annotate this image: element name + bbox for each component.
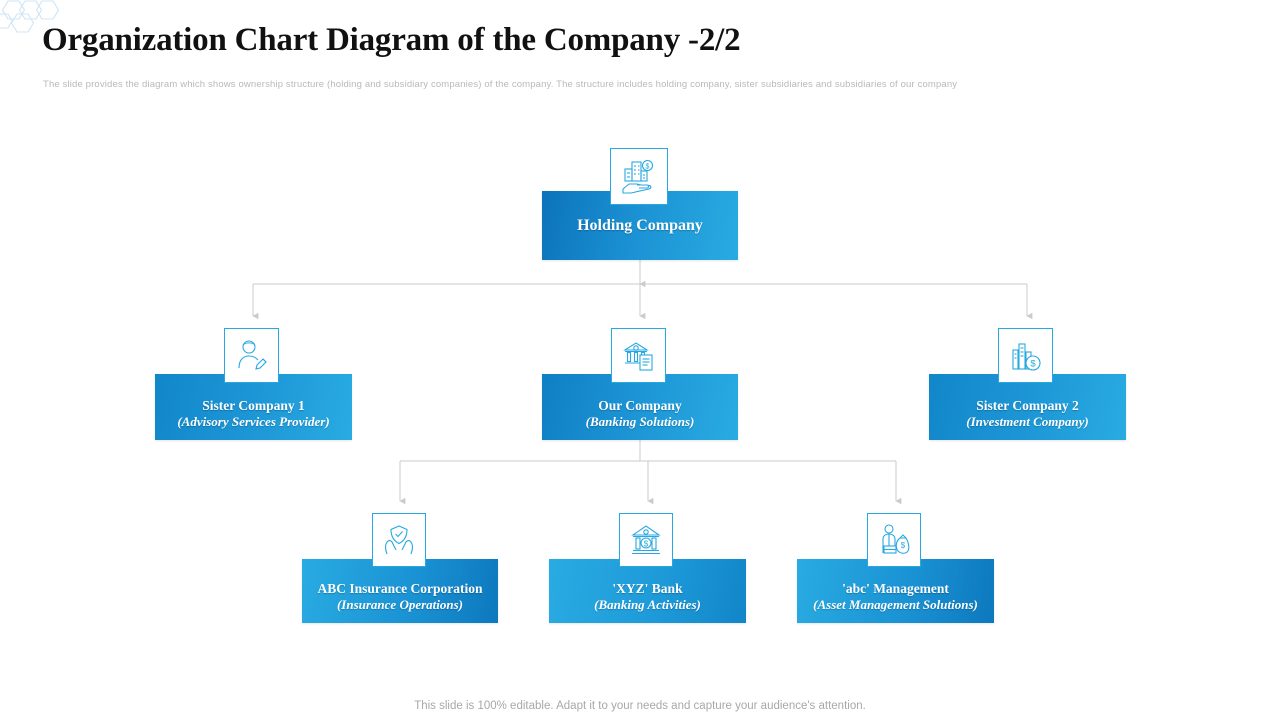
node-title: 'abc' Management (842, 581, 949, 596)
node-subtitle: (Insurance Operations) (336, 597, 464, 612)
node-title: Holding Company (577, 216, 703, 234)
node-subtitle: (Advisory Services Provider) (177, 414, 330, 429)
bank-columns-dollar-icon: $ (619, 513, 673, 567)
svg-text:$: $ (644, 540, 649, 549)
person-money-bag-icon: $ (867, 513, 921, 567)
page-subtitle: The slide provides the diagram which sho… (43, 79, 958, 90)
page-title: Organization Chart Diagram of the Compan… (42, 22, 741, 58)
svg-text:$: $ (901, 541, 906, 550)
node-title: Our Company (598, 398, 682, 413)
node-title: Sister Company 1 (202, 398, 305, 413)
node-subtitle: (Banking Solutions) (585, 414, 695, 429)
node-title: Sister Company 2 (976, 398, 1079, 413)
node-our-company[interactable]: Our Company (Banking Solutions) (542, 328, 738, 440)
node-abc-insurance-corporation[interactable]: ABC Insurance Corporation (Insurance Ope… (302, 513, 498, 623)
hand-holding-buildings-money-icon: $ (610, 148, 668, 205)
buildings-dollar-coin-icon: $ (998, 328, 1053, 383)
node-subtitle: (Investment Company) (966, 414, 1089, 429)
node-sister-company-2[interactable]: Sister Company 2 (Investment Company) $ (929, 328, 1126, 440)
svg-text:$: $ (646, 163, 650, 170)
node-abc-management[interactable]: 'abc' Management (Asset Management Solut… (797, 513, 994, 623)
node-abc-insurance-corporation-box[interactable]: ABC Insurance Corporation (Insurance Ope… (302, 559, 498, 623)
node-sister-company-1-box[interactable]: Sister Company 1 (Advisory Services Prov… (155, 374, 352, 440)
node-holding-company[interactable]: Holding Company $ (542, 148, 738, 260)
node-xyz-bank[interactable]: 'XYZ' Bank (Banking Activities) $ (549, 513, 746, 623)
node-sister-company-1[interactable]: Sister Company 1 (Advisory Services Prov… (155, 328, 352, 440)
node-subtitle: (Banking Activities) (594, 597, 701, 612)
node-subtitle: (Asset Management Solutions) (813, 597, 978, 612)
node-our-company-box[interactable]: Our Company (Banking Solutions) (542, 374, 738, 440)
bank-building-document-icon (611, 328, 666, 383)
node-abc-management-box[interactable]: 'abc' Management (Asset Management Solut… (797, 559, 994, 623)
footer-note: This slide is 100% editable. Adapt it to… (414, 700, 866, 712)
svg-text:$: $ (1030, 358, 1036, 369)
node-sister-company-2-box[interactable]: Sister Company 2 (Investment Company) (929, 374, 1126, 440)
node-xyz-bank-box[interactable]: 'XYZ' Bank (Banking Activities) (549, 559, 746, 623)
advisor-person-pencil-icon (224, 328, 279, 383)
node-title: ABC Insurance Corporation (317, 581, 483, 596)
shield-in-hands-icon (372, 513, 426, 567)
node-title: 'XYZ' Bank (612, 581, 683, 596)
